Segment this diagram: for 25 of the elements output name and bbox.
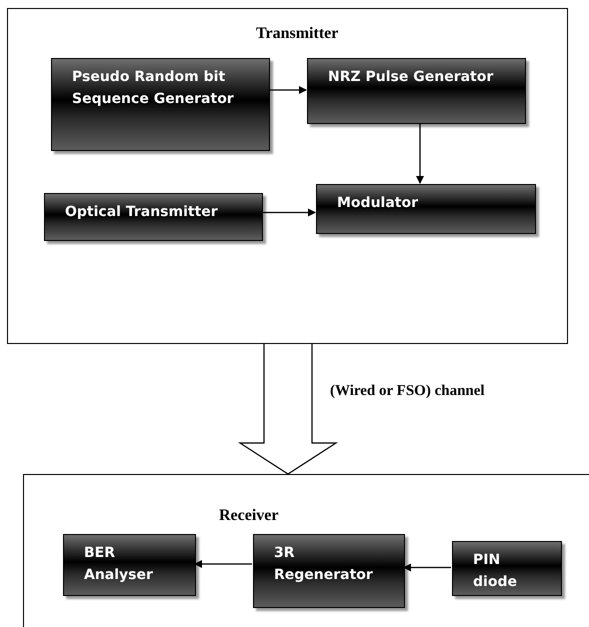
group-frame [23,474,589,627]
process-box [307,58,526,124]
process-box [44,193,263,241]
arrow [262,208,316,216]
arrow [416,123,424,184]
arrow [403,564,451,572]
edge-label: (Wired or FSO) channel [330,382,485,401]
block-arrow [238,343,338,475]
box-label: BER Analyser [84,544,154,585]
process-box [316,184,536,234]
arrow [269,86,307,94]
box-label: NRZ Pulse Generator [328,68,494,87]
group-title: Receiver [219,507,279,524]
box-label: Optical Transmitter [65,203,219,222]
box-label: Modulator [337,194,419,213]
box-label: 3R Regenerator [274,544,374,585]
box-label: PIN diode [473,551,518,592]
process-box [51,58,270,151]
group-title: Transmitter [256,25,338,42]
process-box [253,534,405,608]
process-box [63,534,196,596]
box-label: Pseudo Random bit Sequence Generator [72,68,235,109]
arrow [194,560,252,568]
process-box [452,541,562,596]
group-frame [7,8,568,344]
